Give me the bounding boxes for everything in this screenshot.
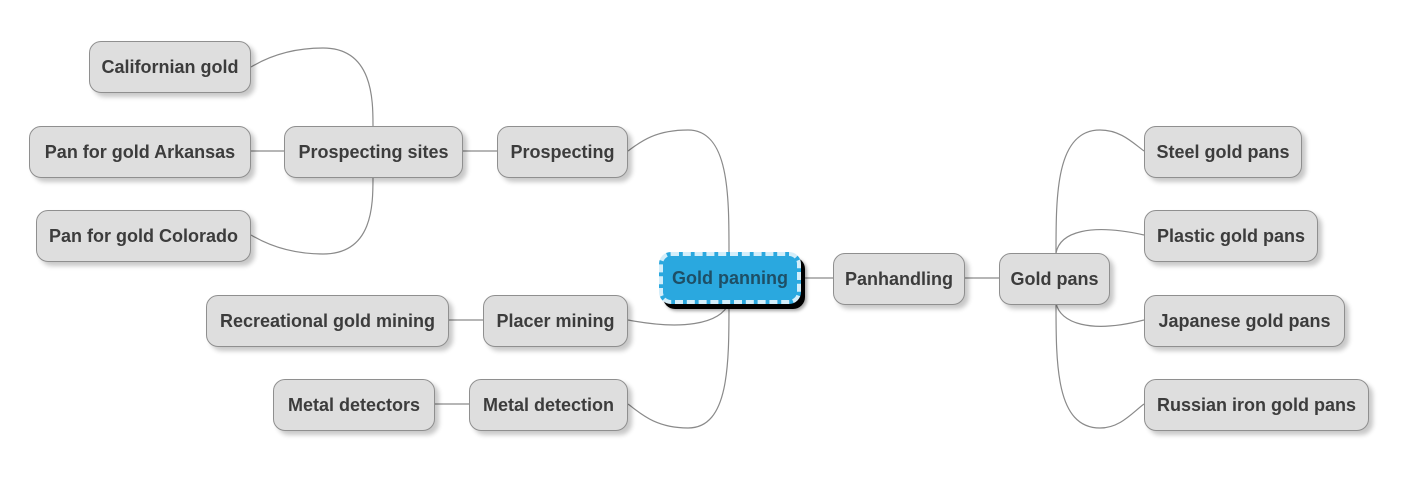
node-metal-detection-label: Metal detection xyxy=(482,394,615,415)
central-node[interactable]: Gold panning xyxy=(659,252,801,304)
node-plastic-gold-pans[interactable]: Plastic gold pans xyxy=(1144,210,1318,262)
edge-central-placer-mining xyxy=(627,302,730,326)
node-japanese-gold-pans-label: Japanese gold pans xyxy=(1158,310,1331,331)
edge-sites-californian xyxy=(250,47,374,127)
node-steel-gold-pans-label: Steel gold pans xyxy=(1156,141,1290,162)
node-californian-gold[interactable]: Californian gold xyxy=(89,41,251,93)
node-gold-pans-label: Gold pans xyxy=(1010,268,1099,289)
node-metal-detectors[interactable]: Metal detectors xyxy=(273,379,435,431)
node-pan-for-gold-colorado[interactable]: Pan for gold Colorado xyxy=(36,210,251,262)
node-prospecting-sites-label: Prospecting sites xyxy=(298,141,449,162)
node-metal-detection[interactable]: Metal detection xyxy=(469,379,628,431)
node-pan-for-gold-arkansas-label: Pan for gold Arkansas xyxy=(44,141,236,162)
edge-goldpans-russian xyxy=(1055,302,1145,429)
node-pan-for-gold-arkansas[interactable]: Pan for gold Arkansas xyxy=(29,126,251,178)
edge-goldpans-japanese xyxy=(1055,302,1145,327)
node-metal-detectors-label: Metal detectors xyxy=(287,394,421,415)
node-prospecting-label: Prospecting xyxy=(510,141,615,162)
node-prospecting-sites[interactable]: Prospecting sites xyxy=(284,126,463,178)
node-panhandling-label: Panhandling xyxy=(845,268,953,289)
node-placer-mining-label: Placer mining xyxy=(496,310,615,331)
edge-sites-colorado xyxy=(250,176,374,255)
node-russian-iron-gold-pans[interactable]: Russian iron gold pans xyxy=(1144,379,1369,431)
node-russian-iron-gold-pans-label: Russian iron gold pans xyxy=(1156,394,1357,415)
edge-goldpans-plastic xyxy=(1055,229,1145,254)
node-japanese-gold-pans[interactable]: Japanese gold pans xyxy=(1144,295,1345,347)
node-steel-gold-pans[interactable]: Steel gold pans xyxy=(1144,126,1302,178)
node-recreational-gold-mining-label: Recreational gold mining xyxy=(219,310,436,331)
node-pan-for-gold-colorado-label: Pan for gold Colorado xyxy=(49,225,238,246)
edge-central-metal-detection xyxy=(627,302,730,429)
node-placer-mining[interactable]: Placer mining xyxy=(483,295,628,347)
edge-central-prospecting xyxy=(627,129,730,253)
edge-goldpans-steel xyxy=(1055,129,1145,254)
node-californian-gold-label: Californian gold xyxy=(101,56,239,77)
node-recreational-gold-mining[interactable]: Recreational gold mining xyxy=(206,295,449,347)
node-plastic-gold-pans-label: Plastic gold pans xyxy=(1156,225,1306,246)
node-panhandling[interactable]: Panhandling xyxy=(833,253,965,305)
node-gold-pans[interactable]: Gold pans xyxy=(999,253,1110,305)
central-node-label: Gold panning xyxy=(672,267,788,288)
node-prospecting[interactable]: Prospecting xyxy=(497,126,628,178)
